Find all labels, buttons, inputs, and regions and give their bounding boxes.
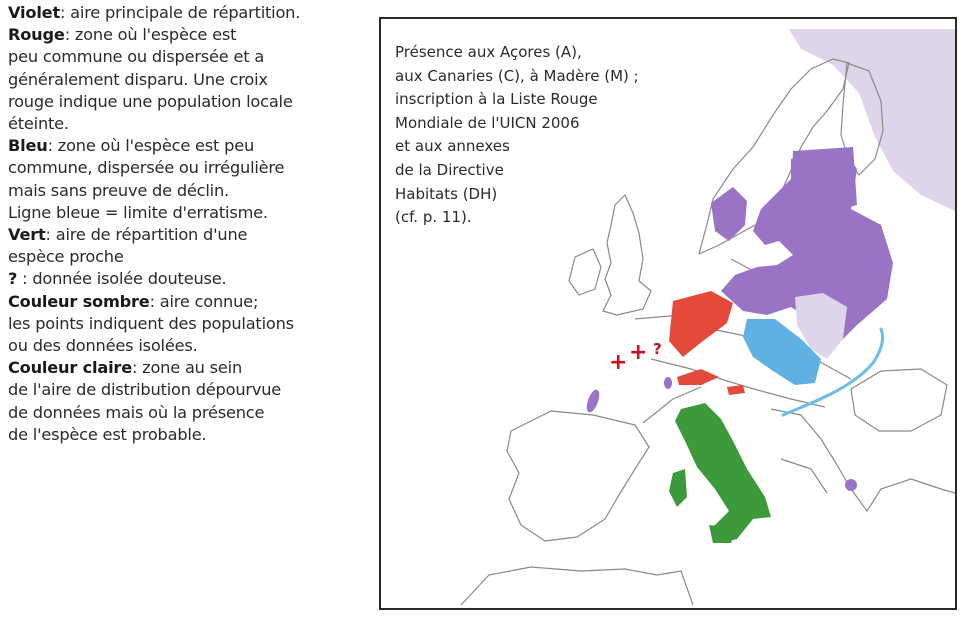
blue-area xyxy=(743,319,821,385)
legend-line: ou des données isolées. xyxy=(8,335,370,357)
map-note: Présence aux Açores (A), aux Canaries (C)… xyxy=(395,41,655,230)
violet-area-finland xyxy=(791,147,857,215)
legend-line: commune, dispersée ou irrégulière xyxy=(8,157,370,179)
red-area-alps xyxy=(677,369,719,385)
legend-line: de l'aire de distribution dépourvue xyxy=(8,379,370,401)
legend-text: rouge indique une population locale xyxy=(8,91,293,111)
red-area-germany xyxy=(669,291,733,357)
legend-line: mais sans preuve de déclin. xyxy=(8,180,370,202)
violet-area-sweden xyxy=(711,187,747,241)
legend-text: ou des données isolées. xyxy=(8,336,198,356)
green-area-sardinia xyxy=(669,469,687,507)
map-note-line: et aux annexes xyxy=(395,137,510,156)
extinct-cross-2: + xyxy=(629,340,647,365)
legend-text: mais sans preuve de déclin. xyxy=(8,180,229,200)
coast-finland xyxy=(840,62,884,176)
legend-text: : aire de répartition d'une xyxy=(45,225,248,245)
legend-text: commune, dispersée ou irrégulière xyxy=(8,158,285,178)
legend-key: Violet xyxy=(8,3,60,22)
legend-key: ? xyxy=(8,269,18,289)
legend-key: Rouge xyxy=(8,25,65,45)
legend-line: de l'espèce est probable. xyxy=(8,424,370,446)
map-note-line: Mondiale de l'UICN 2006 xyxy=(395,113,580,132)
legend-line: peu commune ou dispersée et a xyxy=(8,46,370,68)
legend-line: Couleur sombre: aire connue; xyxy=(8,291,370,313)
legend-key: Couleur sombre xyxy=(8,291,150,311)
extinct-cross-1: + xyxy=(609,350,627,375)
legend-line: Bleu: zone où l'espèce est peu xyxy=(8,135,370,157)
legend-line: Vert: aire de répartition d'une xyxy=(8,224,370,246)
legend-text: : aire connue; xyxy=(149,291,259,311)
coast-ireland xyxy=(568,248,602,296)
map-note-line: Présence aux Açores (A), xyxy=(395,43,582,61)
legend-text: : zone où l'espèce est peu xyxy=(47,136,255,156)
legend-line: généralement disparu. Une croix xyxy=(8,69,370,91)
legend-text: de l'aire de distribution dépourvue xyxy=(8,380,282,400)
border-line-2 xyxy=(650,358,826,408)
light-violet-area-east xyxy=(795,293,847,359)
legend-text: : zone où l'espèce est xyxy=(64,25,237,45)
legend-text: : zone au sein xyxy=(131,358,243,378)
legend-key: Vert xyxy=(8,225,46,245)
legend-text: : donnée isolée douteuse. xyxy=(17,269,227,289)
map-note-line: aux Canaries (C), à Madère (M) ; xyxy=(395,66,639,85)
violet-spot-centre xyxy=(664,377,672,389)
legend-line: de données mais où la présence xyxy=(8,402,370,424)
map-note-line: Habitats (DH) xyxy=(395,184,498,203)
coast-balkans-turkey xyxy=(770,408,955,512)
violet-spot-west xyxy=(586,389,600,413)
coast-north-africa xyxy=(460,566,694,606)
legend-text: de l'espèce est probable. xyxy=(8,424,207,444)
legend-text: Ligne bleue = limite d'erratisme. xyxy=(8,202,268,222)
map-legend: Violet: aire principale de répartition.R… xyxy=(8,2,370,446)
violet-point-greece xyxy=(845,479,857,491)
erratism-limit-line xyxy=(781,327,885,417)
legend-line: Violet: aire principale de répartition. xyxy=(8,2,370,24)
green-area-italy xyxy=(675,403,771,543)
red-area-east xyxy=(727,385,745,395)
legend-text: de données mais où la présence xyxy=(8,402,265,422)
legend-line: les points indiquent des populations xyxy=(8,313,370,335)
legend-line: éteinte. xyxy=(8,113,370,135)
legend-line: espèce proche xyxy=(8,246,370,268)
map-note-line: inscription à la Liste Rouge xyxy=(395,90,598,109)
legend-text: espèce proche xyxy=(8,247,124,267)
coast-iberia xyxy=(506,410,650,542)
legend-key: Bleu xyxy=(8,136,48,156)
europe-map-svg: + + ? xyxy=(460,29,955,606)
green-area-sicily xyxy=(709,525,737,543)
legend-line: Ligne bleue = limite d'erratisme. xyxy=(8,202,370,224)
legend-text: généralement disparu. Une croix xyxy=(8,69,268,89)
map-note-line: de la Directive xyxy=(395,160,504,179)
legend-line: rouge indique une population locale xyxy=(8,91,370,113)
legend-line: Rouge: zone où l'espèce est xyxy=(8,24,370,46)
legend-key: Couleur claire xyxy=(8,358,132,378)
legend-text: éteinte. xyxy=(8,114,69,134)
doubtful-record-marker: ? xyxy=(653,340,662,358)
border-line-5 xyxy=(780,458,828,494)
coast-black-sea xyxy=(850,368,948,432)
legend-line: Couleur claire: zone au sein xyxy=(8,357,370,379)
distribution-map: + + ? Présence aux Açores (A), aux Canari… xyxy=(379,17,957,610)
light-violet-area-northeast xyxy=(789,29,955,211)
legend-line: ? : donnée isolée douteuse. xyxy=(8,268,370,290)
map-note-line: (cf. p. 11). xyxy=(395,208,472,227)
border-line-3 xyxy=(642,386,702,424)
coast-britain xyxy=(602,194,652,316)
legend-text: les points indiquent des populations xyxy=(8,313,294,333)
legend-text: peu commune ou dispersée et a xyxy=(8,47,265,67)
legend-text: : aire principale de répartition. xyxy=(59,3,301,22)
